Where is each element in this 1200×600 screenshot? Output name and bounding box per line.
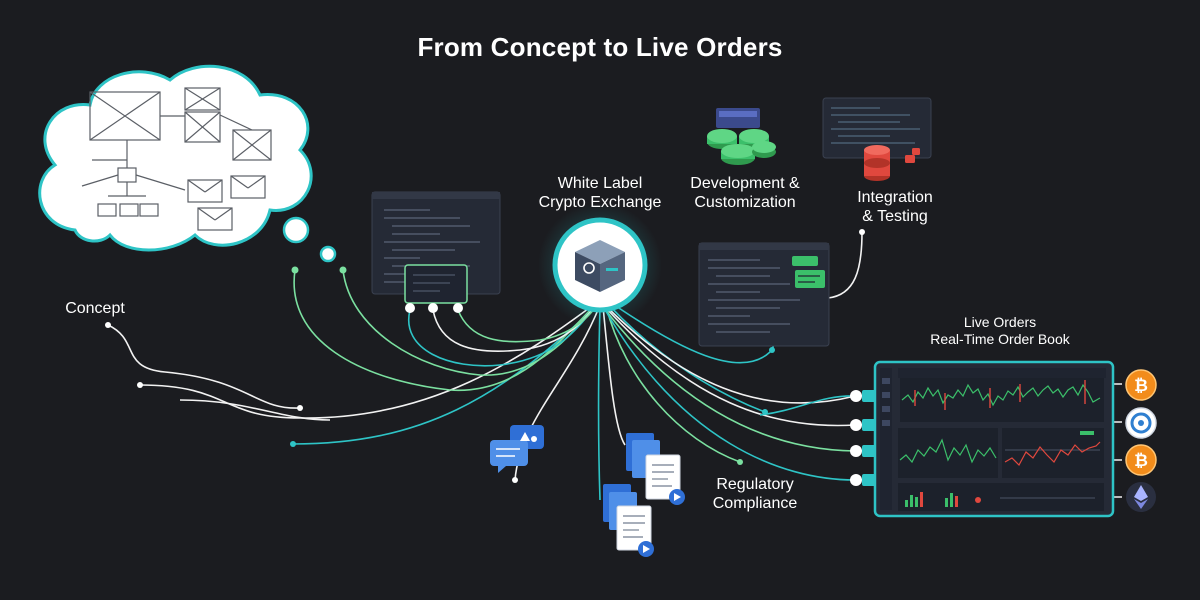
- stage-live-orders-label: Live Orders Real-Time Order Book: [910, 314, 1090, 348]
- circle-coin-icon: [1125, 407, 1157, 439]
- bitcoin-icon: ₿: [1125, 369, 1157, 401]
- database-icon: [864, 145, 890, 181]
- page-title: From Concept to Live Orders: [417, 32, 783, 62]
- svg-text:₿: ₿: [1134, 451, 1148, 470]
- code-editor-panel: [371, 191, 501, 313]
- compliance-documents-icon: [603, 433, 685, 557]
- live-orders-line-1: Live Orders: [963, 314, 1037, 330]
- exchange-hub: [538, 203, 662, 327]
- order-book-dashboard: [850, 360, 1115, 518]
- stage-white-label-label: White Label Crypto Exchange: [510, 174, 690, 212]
- development-line-1: Development &: [690, 175, 800, 192]
- stage-regulatory-label: Regulatory Compliance: [690, 475, 820, 513]
- integration-line-1: Integration: [857, 189, 933, 206]
- development-blocks-icon: [707, 108, 776, 165]
- integration-line-2: & Testing: [862, 208, 928, 226]
- stage-development-label: Development & Customization: [660, 174, 830, 212]
- regulatory-line-1: Regulatory: [716, 476, 794, 493]
- integration-testing-panel: [822, 97, 932, 181]
- white-label-line-1: White Label: [557, 175, 643, 192]
- svg-text:₿: ₿: [1134, 376, 1148, 395]
- chat-bubbles-icon: [490, 425, 544, 473]
- stage-concept-label: Concept: [65, 300, 125, 317]
- regulatory-line-2: Compliance: [712, 495, 798, 513]
- connection-dots: [105, 229, 865, 483]
- concept-cloud: [38, 64, 337, 263]
- live-orders-line-2: Real-Time Order Book: [930, 330, 1070, 347]
- customization-code-panel: [698, 242, 830, 347]
- bitcoin-icon: ₿: [1125, 444, 1157, 476]
- stage-integration-label: Integration & Testing: [830, 188, 960, 226]
- exchange-cube-icon: [575, 240, 625, 292]
- ethereum-icon: [1126, 482, 1156, 512]
- white-label-line-2: Crypto Exchange: [538, 194, 662, 212]
- development-line-2: Customization: [694, 194, 796, 212]
